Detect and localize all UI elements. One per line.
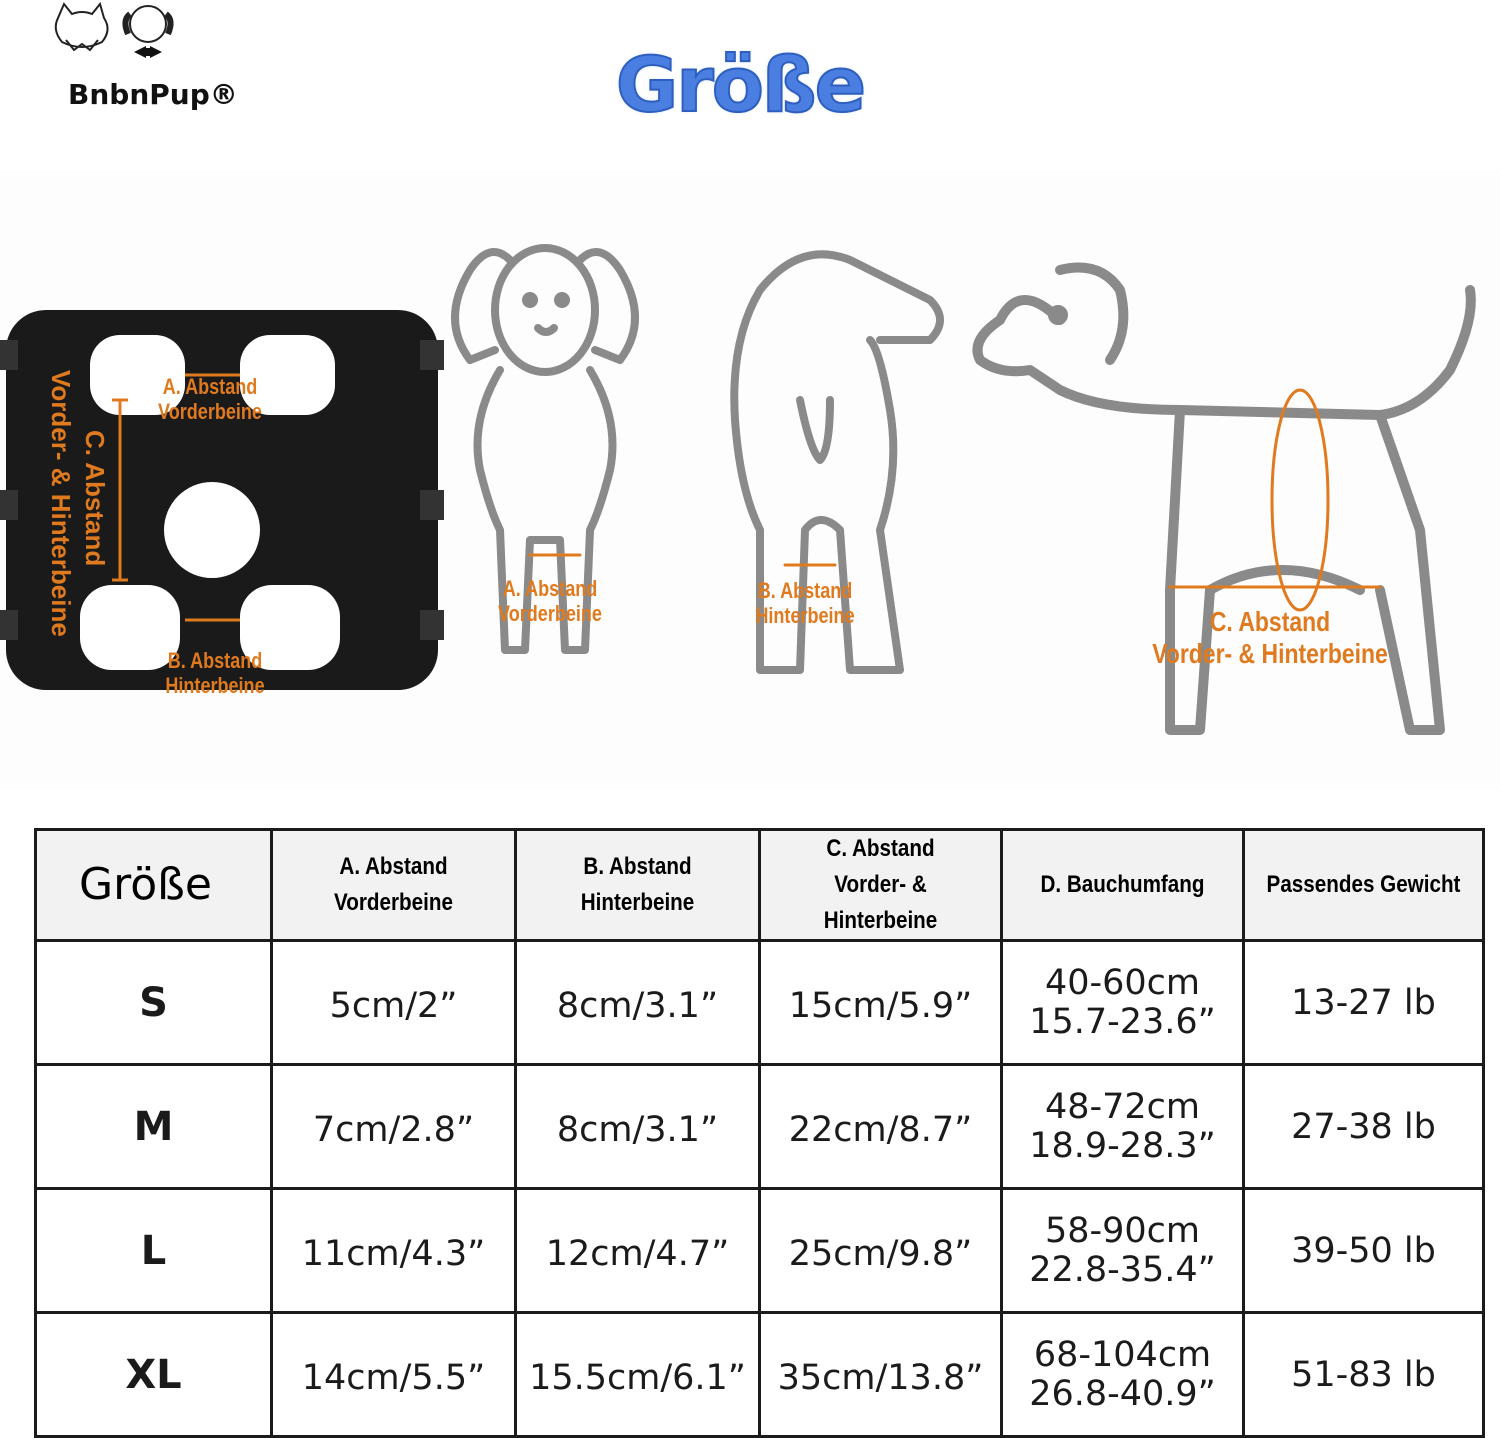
b-cell: 8cm/3.1” [514, 939, 761, 1066]
c-cell: 35cm/13.8” [758, 1311, 1003, 1438]
weight-cell: 27-38 lb [1242, 1063, 1485, 1190]
garment-label-b: B. Abstand Hinterbeine [165, 648, 265, 699]
diagram-graphics [0, 244, 1476, 735]
measurement-diagram: A. Abstand Vorderbeine B. Abstand Hinter… [0, 170, 1500, 790]
garment-illustration [0, 310, 444, 690]
header-size: Größe [34, 828, 273, 942]
side-dog-label-c: C. Abstand Vorder- & Hinterbeine [1152, 606, 1388, 670]
a-cell: 14cm/5.5” [270, 1311, 517, 1438]
rear-dog-label-b: B. Abstand Hinterbeine [755, 578, 855, 629]
b-cell: 8cm/3.1” [514, 1063, 761, 1190]
dog-side-view [972, 262, 1476, 735]
weight-cell: 51-83 lb [1242, 1311, 1485, 1438]
c-cell: 15cm/5.9” [758, 939, 1003, 1066]
front-dog-label-a: A. Abstand Vorderbeine [498, 576, 602, 627]
header-weight: Passendes Gewicht [1242, 828, 1485, 942]
header-d: D. Bauchumfang [1000, 828, 1245, 942]
brand-name: BnbnPup® [68, 78, 238, 111]
size-cell: XL [34, 1311, 273, 1438]
b-cell: 12cm/4.7” [514, 1187, 761, 1314]
c-cell: 22cm/8.7” [758, 1063, 1003, 1190]
dog-front-view [451, 244, 639, 654]
c-cell: 25cm/9.8” [758, 1187, 1003, 1314]
a-cell: 7cm/2.8” [270, 1063, 517, 1190]
weight-cell: 39-50 lb [1242, 1187, 1485, 1314]
size-cell: M [34, 1063, 273, 1190]
page-title: Größe [615, 39, 867, 130]
size-cell: S [34, 939, 273, 1066]
brand-logo: BnbnPup® [30, 0, 238, 130]
dog-rear-view [730, 250, 944, 674]
a-cell: 11cm/4.3” [270, 1187, 517, 1314]
b-cell: 15.5cm/6.1” [514, 1311, 761, 1438]
size-cell: L [34, 1187, 273, 1314]
garment-label-c-line1: C. Abstand [80, 430, 110, 567]
garment-label-c-line2: Vorder- & Hinterbeine [46, 370, 76, 637]
cat-dog-logo-icon [54, 1, 174, 58]
garment-label-a: A. Abstand Vorderbeine [158, 374, 262, 425]
weight-cell: 13-27 lb [1242, 939, 1485, 1066]
table-row: XL 14cm/5.5” 15.5cm/6.1” 35cm/13.8” 68-1… [34, 1311, 1485, 1438]
a-cell: 5cm/2” [270, 939, 517, 1066]
